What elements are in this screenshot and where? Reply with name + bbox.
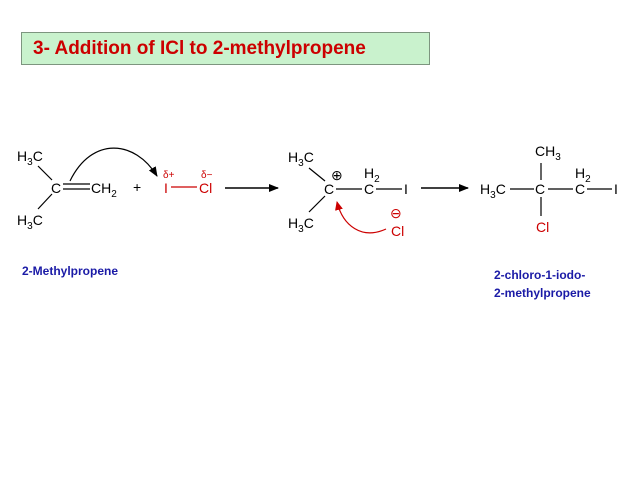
product-name-line-1: 2-chloro-1-iodo- [494,268,586,282]
intermediate-ch2-h: H2 [364,165,380,185]
negative-charge-icon: ⊖ [390,205,402,221]
product-ch2-carbon: C [575,181,585,197]
reagent-iodine: I [164,180,168,196]
reactant-bond-top [37,165,53,181]
intermediate-cation-carbon: C [324,181,334,197]
chloride-attack-arrow [335,201,387,234]
slide-title: 3- Addition of ICl to 2-methylpropene [21,32,430,65]
product-ch2-h: H2 [575,165,591,185]
reagent-icl: δ+ δ− I Cl [163,170,213,196]
product-name-line-2: 2-methylpropene [494,286,591,300]
intermediate-bond-bottom [308,195,326,213]
product-iodine: I [614,181,618,197]
intermediate-iodine: I [404,181,408,197]
intermediate-h3c-bottom: H3C [288,215,314,235]
reactant-name-caption: 2-Methylpropene [22,264,119,278]
plus-sign: + [133,179,141,195]
reagent-chlorine: Cl [199,180,212,196]
positive-charge-icon: ⊕ [331,167,343,183]
chloride-label: Cl [391,223,404,239]
reactant-bond-bottom [37,193,53,210]
pi-bond-arrow [69,147,158,182]
product-name-caption: 2-chloro-1-iodo- 2-methylpropene [494,266,591,302]
reactant-center-carbon: C [51,180,61,196]
product-h3c: H3C [480,181,506,201]
product-ch3: CH3 [535,143,561,163]
intermediate-bond-top [308,167,326,182]
intermediate-h3c-top: H3C [288,149,314,169]
chloride-ion: ⊖ Cl [390,205,404,239]
intermediate-structure: H3C H3C ⊕ C H2 C I [288,149,408,235]
product-chlorine: Cl [536,219,549,235]
reactant-h3c-top: H3C [17,148,43,168]
reactant-ch2: CH2 [91,180,117,200]
product-structure: CH3 H3C C H2 C I Cl [480,143,618,235]
product-center-carbon: C [535,181,545,197]
delta-minus-label: δ− [201,170,213,181]
reactant-structure: H3C H3C C CH2 + [17,148,141,232]
reactant-h3c-bottom: H3C [17,212,43,232]
intermediate-ch2-carbon: C [364,181,374,197]
delta-plus-label: δ+ [163,170,175,181]
